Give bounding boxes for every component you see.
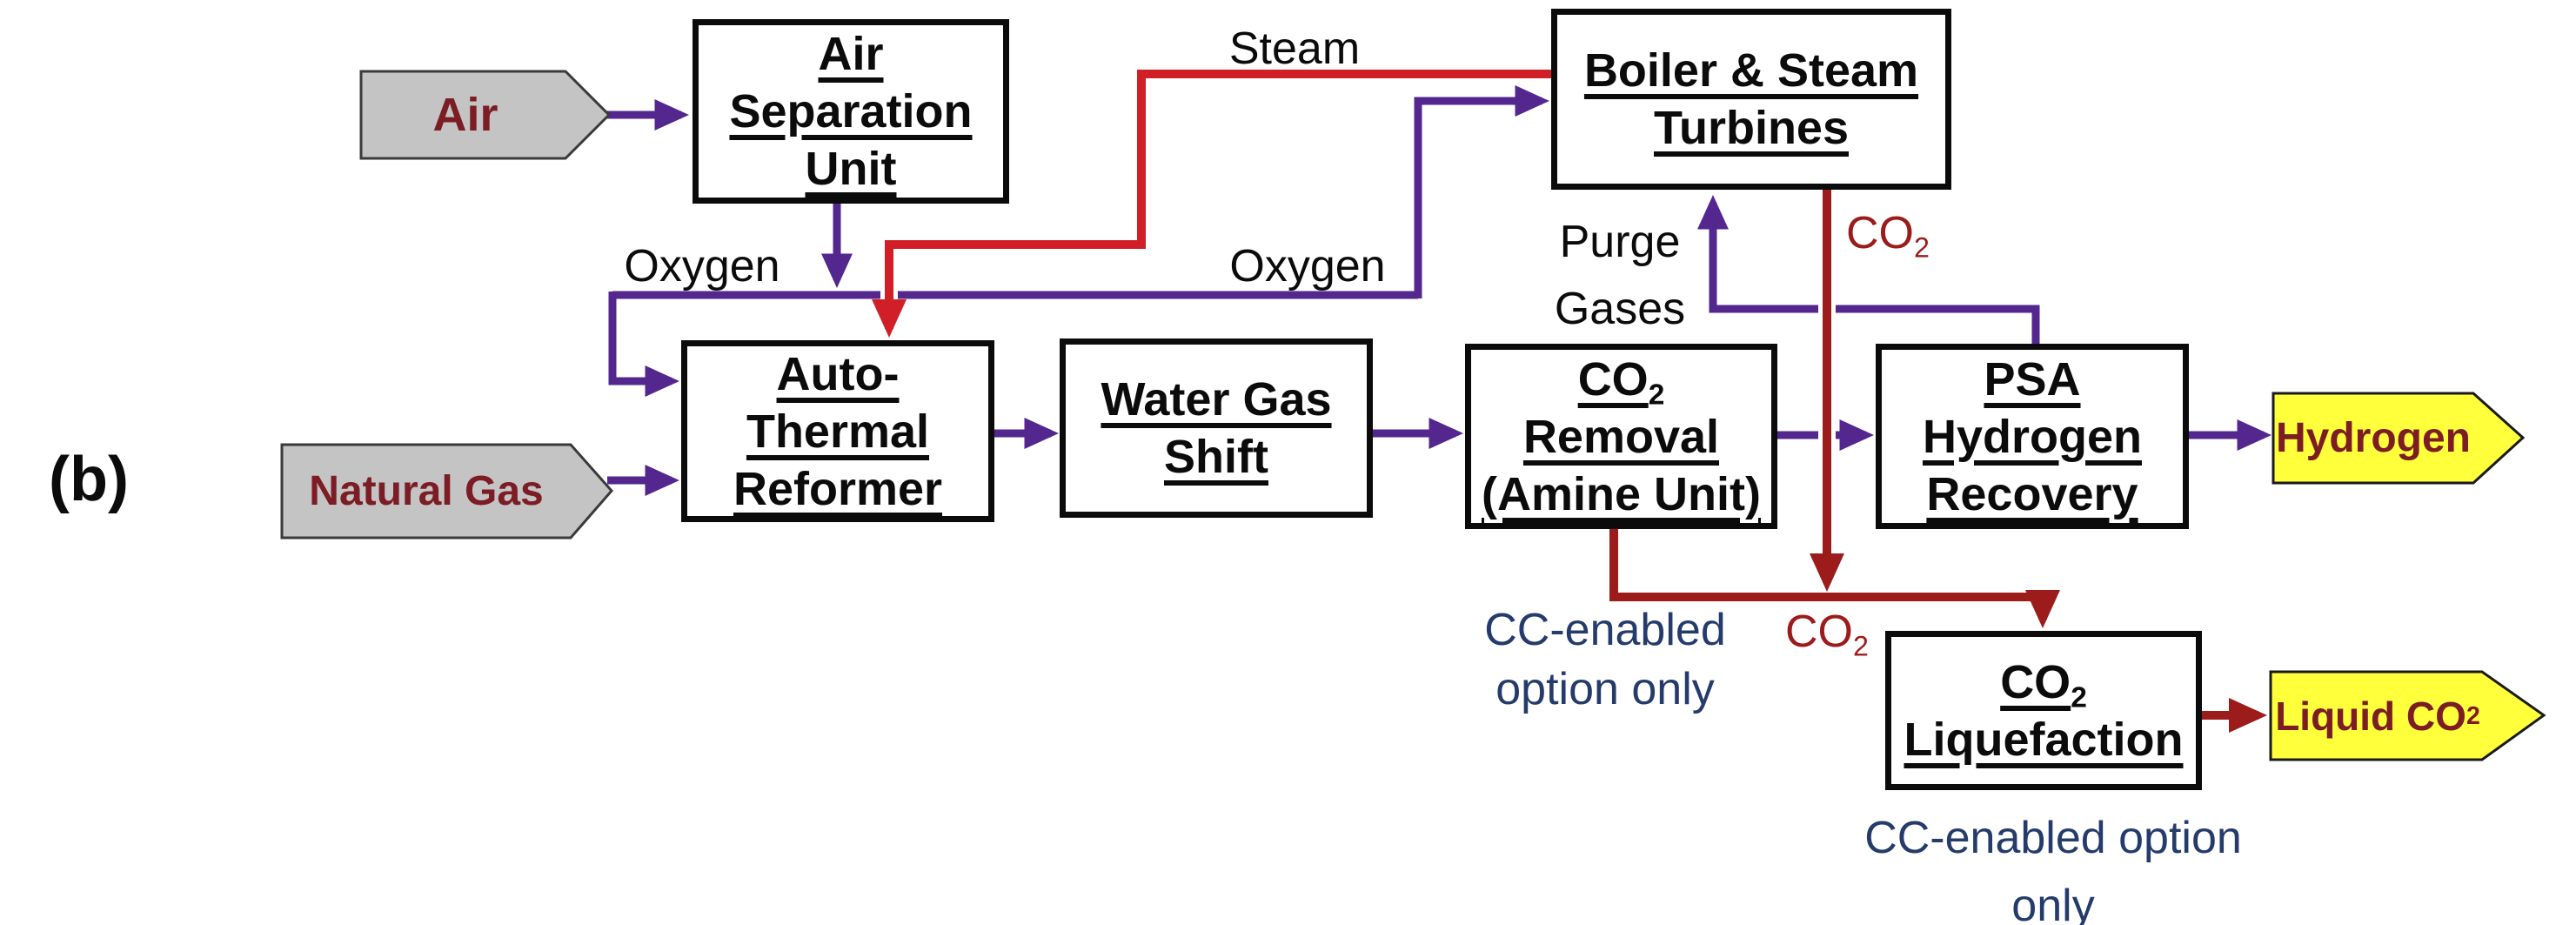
purge-gases-stream-label: Purge Gases bbox=[1533, 209, 1707, 343]
purge-line-2: Gases bbox=[1554, 284, 1686, 334]
air-input-tag-label: Air bbox=[432, 89, 498, 141]
flow-steam-to-reformer bbox=[872, 70, 1556, 338]
box-co2-removal-amine-unit: CO2 Removal (Amine Unit) bbox=[1465, 344, 1777, 529]
oxygen-stream-label-left: Oxygen bbox=[624, 241, 780, 292]
figure-label: (b) bbox=[49, 445, 129, 514]
box-autothermal-reformer: Auto- Thermal Reformer bbox=[681, 340, 994, 522]
process-streams bbox=[606, 85, 2272, 496]
note-line-1: CC-enabled bbox=[1484, 605, 1726, 655]
steam-stream-label: Steam bbox=[1228, 23, 1361, 74]
hydrogen-output-tag-label: Hydrogen bbox=[2275, 415, 2471, 461]
box-line: Boiler & Steam bbox=[1583, 44, 1919, 97]
subscript: 2 bbox=[1648, 379, 1665, 412]
flow-oxygen-to-reformer bbox=[608, 292, 679, 397]
box-line-text: CO bbox=[1577, 352, 1649, 406]
oxygen-stream-label-right: Oxygen bbox=[1229, 241, 1386, 292]
co2-stream-label-boiler: CO2 bbox=[1846, 207, 1930, 261]
box-water-gas-shift: Water Gas Shift bbox=[1060, 338, 1373, 518]
subscript: 2 bbox=[1853, 630, 1869, 662]
subscript: 2 bbox=[1914, 231, 1930, 264]
purge-line-1: Purge bbox=[1559, 217, 1681, 267]
flow-oxygen-to-boiler bbox=[1414, 85, 1549, 298]
box-line: Auto- bbox=[776, 347, 900, 400]
cc-enabled-note-left: CC-enabled option only bbox=[1440, 600, 1770, 719]
box-line: Liquefaction bbox=[1904, 713, 2184, 766]
box-line: Recovery bbox=[1926, 467, 2138, 520]
co2-stream-label-capture: CO2 bbox=[1785, 606, 1869, 662]
box-boiler-steam-turbines: Boiler & Steam Turbines bbox=[1551, 9, 1951, 190]
co2-streams bbox=[1609, 184, 2267, 733]
co2-text: CO bbox=[1846, 208, 1914, 258]
hydrogen-output-tag-shape bbox=[2272, 392, 2526, 485]
subscript: 2 bbox=[2071, 681, 2087, 714]
box-line: Separation bbox=[729, 85, 973, 137]
box-line: Removal bbox=[1522, 410, 1720, 463]
flow-co2-to-liquefaction bbox=[1609, 524, 2060, 628]
box-line: CO2 bbox=[2000, 654, 2087, 714]
box-line: (Amine Unit) bbox=[1482, 467, 1761, 520]
box-line: Shift bbox=[1164, 431, 1268, 483]
box-line: CO2 bbox=[1577, 351, 1665, 412]
box-line-text: CO bbox=[2000, 655, 2071, 708]
box-line: Air bbox=[818, 28, 884, 80]
box-line: Unit bbox=[805, 143, 897, 195]
box-air-separation-unit: Air Separation Unit bbox=[693, 19, 1009, 204]
box-line: Thermal bbox=[746, 405, 930, 458]
natural-gas-input-tag-shape bbox=[280, 443, 613, 540]
note-line-2: only bbox=[2011, 881, 2095, 925]
box-line: Turbines bbox=[1653, 102, 1849, 154]
natural-gas-input-tag-label: Natural Gas bbox=[309, 468, 544, 514]
box-co2-liquefaction: CO2 Liquefaction bbox=[1885, 631, 2202, 790]
box-line: Reformer bbox=[733, 462, 943, 515]
box-psa-hydrogen-recovery: PSA Hydrogen Recovery bbox=[1876, 344, 2189, 529]
cc-enabled-note-bottom: CC-enabled option only bbox=[1827, 804, 2279, 925]
flow-purge-gases-to-boiler bbox=[1697, 195, 2040, 347]
note-line-2: option only bbox=[1495, 664, 1715, 714]
box-line: Hydrogen bbox=[1922, 410, 2143, 463]
co2-text: CO bbox=[1785, 607, 1853, 657]
note-line-1: CC-enabled option bbox=[1864, 813, 2242, 863]
box-line: Water Gas bbox=[1101, 373, 1332, 426]
box-line: PSA bbox=[1984, 352, 2081, 406]
air-input-tag-shape bbox=[359, 70, 612, 160]
tag-text-main: Liquid CO bbox=[2275, 693, 2466, 739]
liquid-co2-output-tag-shape bbox=[2269, 670, 2546, 761]
